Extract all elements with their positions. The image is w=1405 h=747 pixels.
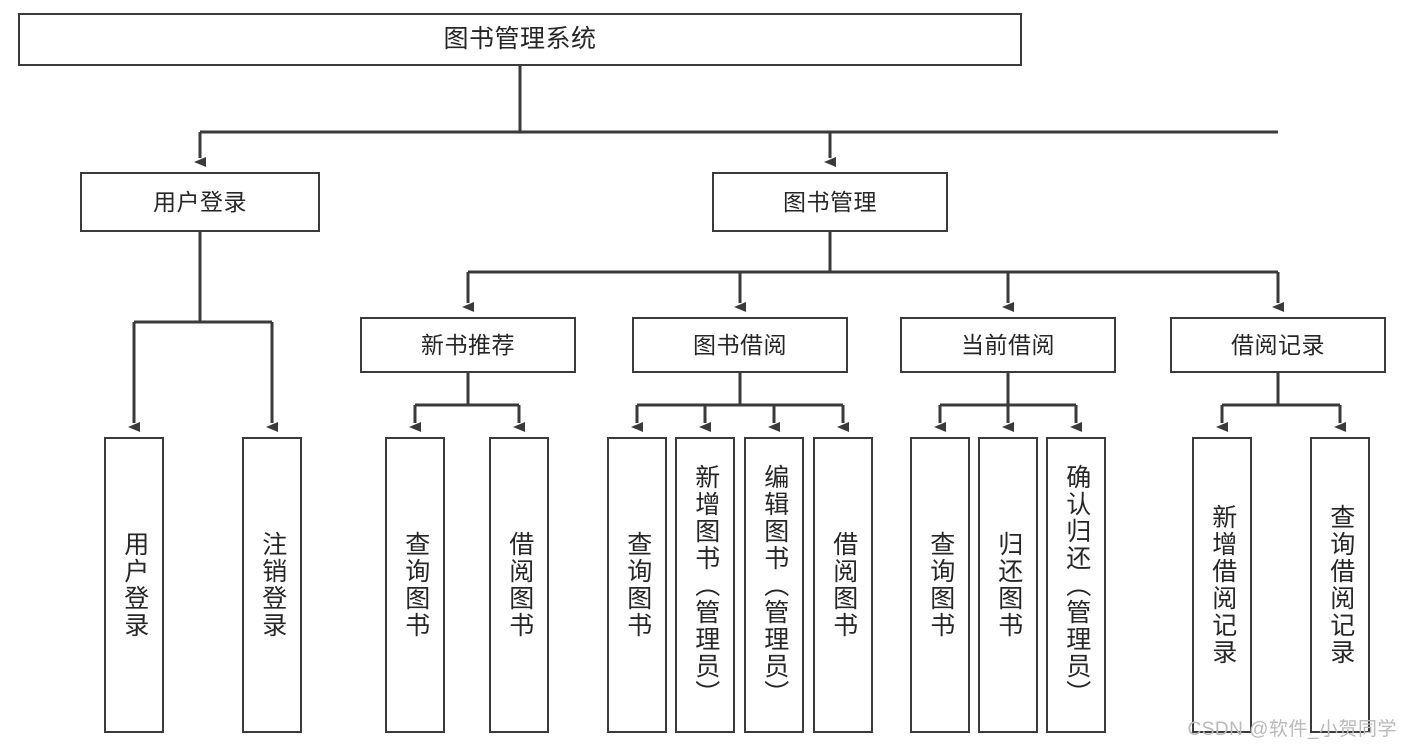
- node-leaf-query-book-2-label: 查询图书: [623, 531, 652, 639]
- node-user-login[interactable]: 用户登录: [80, 172, 320, 232]
- node-leaf-query-book-3[interactable]: 查询图书: [910, 437, 970, 733]
- node-new-book-rec-label: 新书推荐: [421, 331, 515, 358]
- node-leaf-return-book[interactable]: 归还图书: [978, 437, 1038, 733]
- node-leaf-return-book-label: 归还图书: [994, 531, 1023, 639]
- node-leaf-query-book-1[interactable]: 查询图书: [385, 437, 445, 733]
- node-leaf-query-record-label: 查询借阅记录: [1326, 504, 1355, 666]
- node-user-login-label: 用户登录: [153, 188, 247, 215]
- node-leaf-edit-book-label: 编辑图书（管理员）: [760, 463, 789, 707]
- node-leaf-query-book-3-label: 查询图书: [926, 531, 955, 639]
- node-leaf-query-book-1-label: 查询图书: [401, 531, 430, 639]
- node-root[interactable]: 图书管理系统: [18, 13, 1022, 66]
- node-leaf-logout[interactable]: 注销登录: [242, 437, 302, 733]
- node-leaf-query-book-2[interactable]: 查询图书: [607, 437, 667, 733]
- node-leaf-borrow-book-2[interactable]: 借阅图书: [813, 437, 873, 733]
- node-leaf-borrow-book-2-label: 借阅图书: [829, 531, 858, 639]
- node-current-borrow[interactable]: 当前借阅: [900, 317, 1116, 373]
- node-book-borrow[interactable]: 图书借阅: [632, 317, 848, 373]
- node-book-manage[interactable]: 图书管理: [712, 172, 948, 232]
- watermark: CSDN @软件_小贺同学: [1187, 719, 1397, 740]
- node-leaf-logout-label: 注销登录: [258, 531, 287, 639]
- node-leaf-user-login-label: 用户登录: [120, 531, 149, 639]
- node-leaf-add-book[interactable]: 新增图书（管理员）: [675, 437, 735, 733]
- node-current-borrow-label: 当前借阅: [961, 331, 1055, 358]
- node-leaf-edit-book[interactable]: 编辑图书（管理员）: [744, 437, 804, 733]
- node-leaf-add-book-label: 新增图书（管理员）: [691, 463, 720, 707]
- node-leaf-confirm-return[interactable]: 确认归还（管理员）: [1046, 437, 1106, 733]
- node-leaf-user-login[interactable]: 用户登录: [104, 437, 164, 733]
- node-leaf-confirm-return-label: 确认归还（管理员）: [1062, 463, 1091, 707]
- node-book-manage-label: 图书管理: [783, 188, 877, 215]
- node-book-borrow-label: 图书借阅: [693, 331, 787, 358]
- node-leaf-add-record-label: 新增借阅记录: [1208, 504, 1237, 666]
- node-leaf-add-record[interactable]: 新增借阅记录: [1192, 437, 1252, 733]
- node-borrow-record[interactable]: 借阅记录: [1170, 317, 1386, 373]
- node-leaf-borrow-book-1-label: 借阅图书: [505, 531, 534, 639]
- node-root-label: 图书管理系统: [443, 25, 597, 54]
- node-new-book-rec[interactable]: 新书推荐: [360, 317, 576, 373]
- node-leaf-borrow-book-1[interactable]: 借阅图书: [489, 437, 549, 733]
- node-borrow-record-label: 借阅记录: [1231, 331, 1325, 358]
- node-leaf-query-record[interactable]: 查询借阅记录: [1310, 437, 1370, 733]
